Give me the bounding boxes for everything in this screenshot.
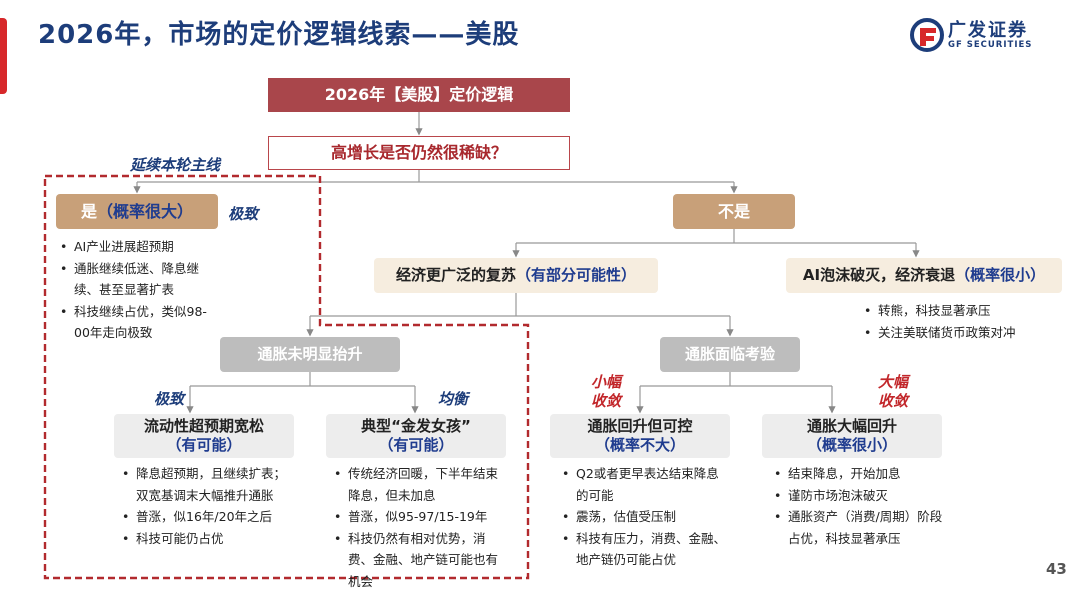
list-item: 谨防市场泡沫破灭 [772, 485, 948, 507]
no-node: 不是 [673, 194, 795, 229]
goldilocks-node: 典型“金发女孩” （有可能） [326, 414, 506, 458]
list-item: 震荡，估值受压制 [560, 506, 730, 528]
list-item: 通胀资产（消费/周期）阶段占优，科技显著承压 [772, 506, 948, 549]
bubble-label: AI泡沫破灭，经济衰退 [803, 266, 955, 285]
inflation-low-node: 通胀未明显抬升 [220, 337, 400, 372]
list-item: 科技可能仍占优 [120, 528, 296, 550]
yes-branch-tag: 延续本轮主线 [130, 154, 220, 175]
list-item: 传统经济回暖，下半年结束降息，但未加息 [332, 463, 508, 506]
liquidity-bullets: 降息超预期，且继续扩表；双宽基调末大幅推升通胀 普涨，似16年/20年之后 科技… [120, 463, 296, 549]
yes-node: 是（概率很大） [56, 194, 218, 229]
yes-style-tag: 极致 [228, 203, 258, 224]
liquidity-prob: （有可能） [166, 436, 241, 455]
bubble-bullets: 转熊，科技显著承压 关注美联储货币政策对冲 [862, 300, 1062, 343]
list-item: 结束降息，开始加息 [772, 463, 948, 485]
list-item: 科技继续占优，类似98-00年走向极致 [58, 301, 218, 344]
list-item: 关注美联储货币政策对冲 [862, 322, 1062, 344]
liquidity-node: 流动性超预期宽松 （有可能） [114, 414, 294, 458]
recovery-label: 经济更广泛的复苏 [396, 266, 516, 285]
bubble-prob: （概率很小） [955, 266, 1045, 285]
question-node: 高增长是否仍然很稀缺？ [268, 136, 570, 170]
goldilocks-prob: （有可能） [378, 436, 453, 455]
sharp-rise-node: 通胀大幅回升 （概率很小） [762, 414, 942, 458]
page-number: 43 [1046, 560, 1067, 578]
recovery-node: 经济更广泛的复苏（有部分可能性） [374, 258, 658, 293]
list-item: Q2或者更早表达结束降息的可能 [560, 463, 730, 506]
list-item: 转熊，科技显著承压 [862, 300, 1062, 322]
controlled-bullets: Q2或者更早表达结束降息的可能 震荡，估值受压制 科技有压力，消费、金融、地产链… [560, 463, 730, 571]
list-item: 降息超预期，且继续扩表；双宽基调末大幅推升通胀 [120, 463, 296, 506]
sharp-rise-tag: 大幅收敛 [873, 373, 913, 411]
goldilocks-title: 典型“金发女孩” [361, 417, 471, 436]
yes-prob: （概率很大） [97, 202, 193, 222]
liquidity-title: 流动性超预期宽松 [144, 417, 264, 436]
controlled-prob: （概率不大） [595, 436, 685, 455]
list-item: 科技有压力，消费、金融、地产链仍可能占优 [560, 528, 730, 571]
sharp-rise-prob: （概率很小） [807, 436, 897, 455]
goldilocks-tag: 均衡 [438, 388, 468, 409]
yes-label: 是 [81, 202, 97, 222]
sharp-rise-bullets: 结束降息，开始加息 谨防市场泡沫破灭 通胀资产（消费/周期）阶段占优，科技显著承… [772, 463, 948, 549]
liquidity-tag: 极致 [154, 388, 184, 409]
controlled-title: 通胀回升但可控 [587, 417, 692, 436]
bubble-node: AI泡沫破灭，经济衰退（概率很小） [786, 258, 1062, 293]
list-item: 通胀继续低迷、降息继续、甚至显著扩表 [58, 258, 218, 301]
list-item: 普涨，似95-97/15-19年 [332, 506, 508, 528]
list-item: 普涨，似16年/20年之后 [120, 506, 296, 528]
inflation-test-node: 通胀面临考验 [660, 337, 800, 372]
list-item: 科技仍然有相对优势，消费、金融、地产链可能也有机会 [332, 528, 508, 592]
controlled-tag: 小幅收敛 [586, 373, 626, 411]
goldilocks-bullets: 传统经济回暖，下半年结束降息，但未加息 普涨，似95-97/15-19年 科技仍… [332, 463, 508, 592]
list-item: AI产业进展超预期 [58, 236, 218, 258]
recovery-prob: （有部分可能性） [516, 266, 636, 285]
controlled-node: 通胀回升但可控 （概率不大） [550, 414, 730, 458]
root-node: 2026年【美股】定价逻辑 [268, 78, 570, 112]
sharp-rise-title: 通胀大幅回升 [807, 417, 897, 436]
yes-bullets: AI产业进展超预期 通胀继续低迷、降息继续、甚至显著扩表 科技继续占优，类似98… [58, 236, 218, 344]
